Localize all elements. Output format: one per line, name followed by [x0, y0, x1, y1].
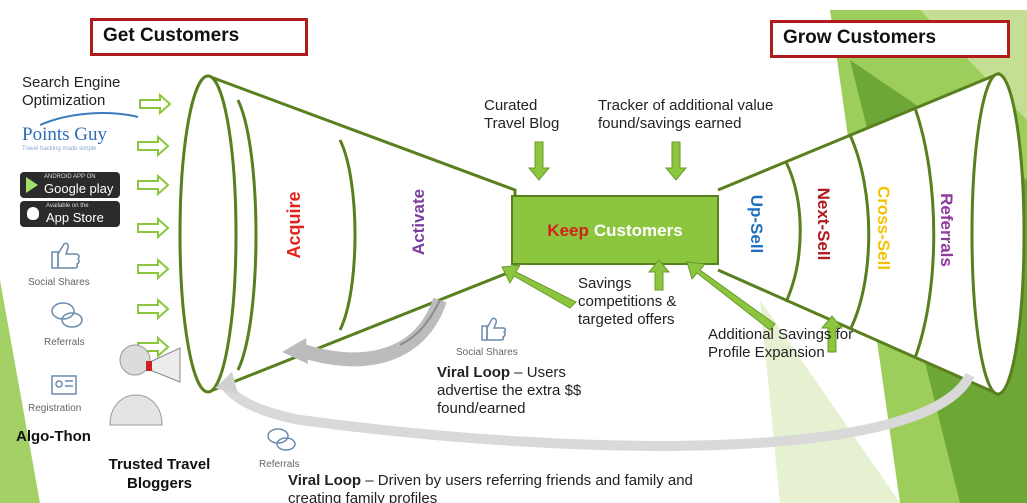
referrals-chat-icon	[51, 302, 83, 328]
registration-label: Registration	[28, 403, 82, 414]
seo-label: Search Engine Optimization	[22, 74, 121, 109]
referrals-chat-icon-2	[267, 428, 296, 451]
viral-loop-1-bold: Viral Loop	[437, 364, 511, 381]
google-play-label: Google play	[44, 181, 114, 196]
points-guy-plane-icon	[39, 112, 139, 126]
viral-loop-1-text: – Users advertise the extra $$ found/ear…	[437, 364, 582, 417]
stage-acquire: Acquire	[284, 191, 304, 258]
points-guy-logo: Points Guy Travel hacking made simple	[22, 125, 142, 153]
viral-loop-2-text: – Driven by users referring friends and …	[288, 472, 693, 503]
points-guy-tagline: Travel hacking made simple	[22, 146, 97, 152]
grow-customers-title: Grow Customers	[770, 20, 1010, 58]
thumbs-up-icon	[51, 242, 80, 269]
customers-word: Customers	[594, 221, 683, 240]
blogger-megaphone-figure	[109, 344, 181, 426]
stage-cross-sell: Cross-Sell	[874, 186, 893, 270]
viral-loop-users: Viral Loop – Users advertise the extra $…	[437, 364, 627, 418]
referrals-bottom-label: Referrals	[259, 459, 300, 470]
algo-thon-label: Algo-Thon	[16, 428, 91, 445]
google-play-small: ANDROID APP ON	[44, 174, 96, 180]
source-arrows	[137, 92, 172, 359]
points-guy-text: Points Guy	[22, 124, 107, 145]
bloggers-label: Trusted Travel Bloggers	[108, 456, 211, 492]
apple-icon	[27, 207, 39, 220]
tracker-label: Tracker of additional value found/saving…	[598, 97, 774, 132]
get-customers-title: Get Customers	[90, 18, 308, 56]
social-shares-label: Social Shares	[28, 277, 90, 288]
stage-activate: Activate	[409, 189, 428, 255]
viral-loop-arrows	[215, 297, 975, 451]
viral-loop-2-bold: Viral Loop	[288, 472, 362, 489]
viral-loop-referrals: Viral Loop – Driven by users referring f…	[288, 472, 708, 503]
savings-competitions-label: Savings competitions & targeted offers	[578, 275, 677, 328]
registration-id-icon	[51, 375, 77, 395]
keep-word: Keep	[547, 221, 589, 240]
stage-next-sell: Next-Sell	[814, 188, 833, 261]
stage-referrals: Referrals	[937, 193, 956, 267]
app-store-label: App Store	[46, 210, 104, 225]
annotation-arrows	[501, 141, 844, 353]
stage-up-sell: Up-Sell	[747, 195, 766, 254]
referrals-label: Referrals	[44, 337, 85, 348]
app-store-badge[interactable]: Available on the App Store	[20, 201, 120, 227]
app-store-small: Available on the	[46, 203, 89, 209]
google-play-icon	[26, 177, 38, 193]
keep-customers-box	[511, 195, 719, 265]
curated-blog-label: Curated Travel Blog	[484, 97, 560, 132]
left-funnel	[178, 74, 517, 394]
keep-customers-label: Keep Customers	[547, 221, 682, 240]
social-shares-thumbs-icon	[481, 317, 507, 341]
right-funnel	[717, 71, 1026, 397]
additional-savings-label: Additional Savings for Profile Expansion	[708, 326, 854, 361]
google-play-badge[interactable]: ANDROID APP ON Google play	[20, 172, 120, 198]
social-shares-mid-label: Social Shares	[456, 347, 518, 358]
